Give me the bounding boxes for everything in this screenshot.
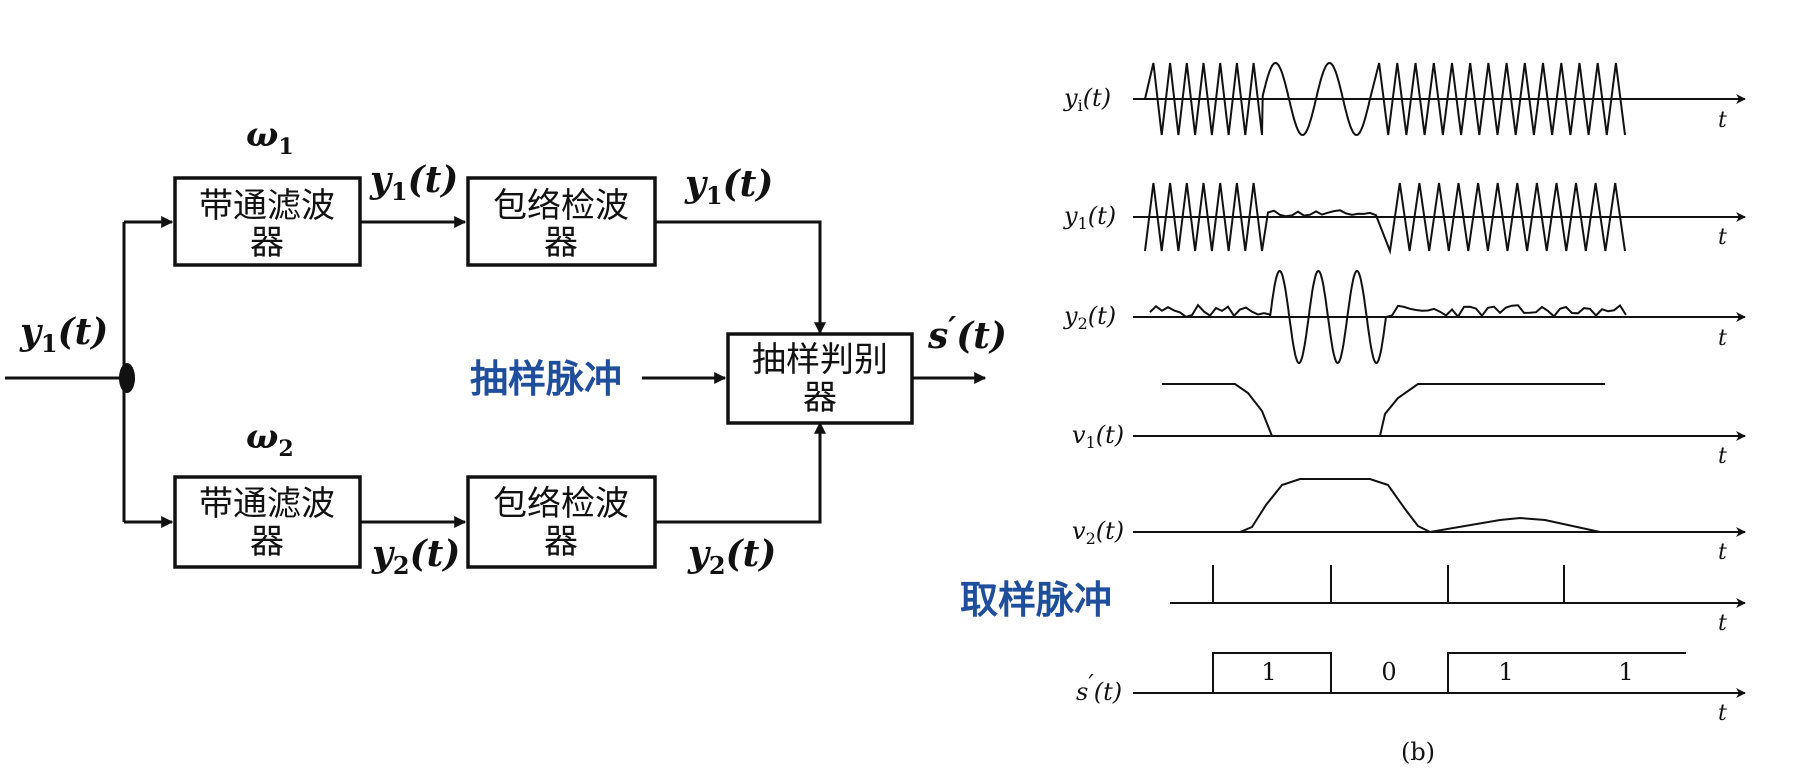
t-label-yi: t (1718, 108, 1727, 133)
bit-2: 0 (1381, 658, 1396, 686)
decision-line1: 抽样判别 (752, 340, 888, 380)
row-label-s: s′(t) (1076, 670, 1122, 706)
bpf-bottom-block (173, 475, 362, 569)
output-label: s′(t) (927, 311, 1007, 357)
bpf-top-line2: 器 (250, 223, 284, 263)
row-label-yi: yi(t) (1063, 84, 1111, 115)
decision-line2: 器 (803, 378, 837, 418)
bit-3: 1 (1498, 658, 1513, 686)
env-bottom-block (466, 475, 657, 569)
t-label-y1: t (1718, 225, 1727, 250)
t-label-y2: t (1718, 326, 1727, 351)
y2-label-b: y2(t) (687, 533, 776, 580)
row-label-y2: y2(t) (1063, 302, 1116, 333)
t-label-s: t (1718, 701, 1727, 726)
waveform-panel: t t t t t t t yi(t) y1(t) y2(t) v1(t) v2… (960, 61, 1746, 766)
row-label-pulse: 取样脉冲 (960, 578, 1112, 622)
t-label-v2: t (1718, 540, 1727, 565)
omega1-label: ω1 (246, 115, 294, 160)
omega2-label: ω2 (246, 417, 294, 462)
bit-4: 1 (1618, 658, 1633, 686)
y1-label-b: y1(t) (684, 163, 773, 210)
env-top-block (466, 176, 657, 267)
waveform-y2 (1149, 269, 1627, 365)
env-bottom-line2: 器 (544, 522, 578, 562)
bpf-bottom-line2: 器 (250, 522, 284, 562)
figure-caption: (b) (1401, 738, 1435, 766)
sampling-pulse-label: 抽样脉冲 (470, 357, 622, 401)
wire-env-top-decision (655, 220, 826, 335)
output-digital-waveform (1212, 652, 1686, 694)
wire-env-bottom-decision (655, 421, 826, 524)
bpf-bottom-line1: 带通滤波 (199, 484, 335, 524)
junction-node (119, 363, 135, 393)
waveform-v1 (1162, 383, 1605, 437)
row-label-v2: v2(t) (1072, 517, 1124, 548)
waveform-y1 (1144, 182, 1626, 255)
env-top-line1: 包络检波 (493, 186, 629, 226)
env-bottom-line1: 包络检波 (493, 484, 629, 524)
env-top-line2: 器 (544, 223, 578, 263)
bit-1: 1 (1261, 658, 1276, 686)
block-diagram: 带通滤波 器 包络检波 器 带通滤波 器 包络检波 器 抽样判别 器 y1(t)… (5, 115, 1007, 580)
bpf-top-line1: 带通滤波 (199, 186, 335, 226)
waveform-yi (1144, 61, 1626, 137)
waveform-v2 (1145, 478, 1613, 534)
y2-label-a: y2(t) (371, 533, 460, 580)
row-label-y1: y1(t) (1063, 202, 1116, 233)
decision-block (726, 332, 914, 425)
bpf-top-block (173, 176, 362, 267)
y1-label-a: y1(t) (369, 159, 458, 206)
input-label: y1(t) (19, 311, 108, 358)
t-label-v1: t (1718, 444, 1727, 469)
row-label-v1: v1(t) (1072, 421, 1124, 452)
t-label-pulse: t (1718, 611, 1727, 636)
